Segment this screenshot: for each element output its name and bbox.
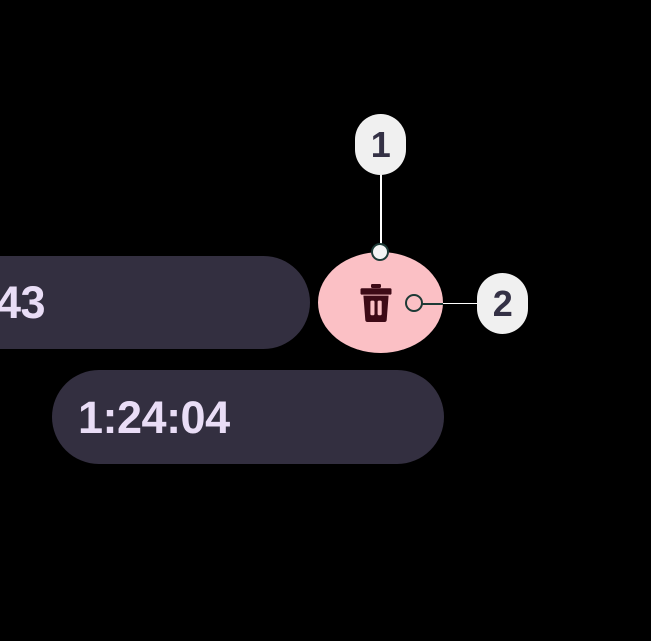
callout-anchor-2 (405, 294, 423, 312)
callout-connector-2 (421, 302, 479, 305)
callout-badge-2[interactable]: 2 (477, 273, 528, 334)
callout-badge-1[interactable]: 1 (355, 114, 406, 175)
duration-pill-top[interactable]: 43 (0, 256, 310, 349)
duration-pill-bottom[interactable]: 1:24:04 (52, 370, 444, 464)
callout-connector-1 (380, 172, 382, 250)
duration-pill-bottom-label: 1:24:04 (78, 391, 230, 443)
callout-connector-2-overlap (421, 302, 443, 305)
callout-anchor-1 (371, 243, 389, 261)
duration-pill-top-label: 43 (0, 277, 46, 328)
trash-icon (359, 284, 393, 322)
